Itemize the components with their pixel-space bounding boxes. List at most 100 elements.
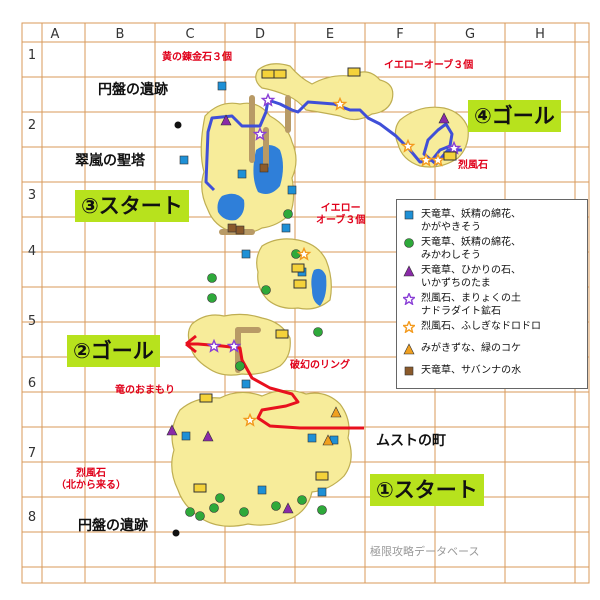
place-ruins-north: 円盤の遺跡 [98, 82, 168, 98]
chest-icon [291, 263, 305, 273]
orange-star-icon [430, 152, 446, 167]
brown-square-icon [235, 225, 245, 235]
green-circle-icon [261, 285, 271, 295]
label-ring: 破幻のリング [290, 360, 350, 371]
label-reppuu-south-line2: （北から来る） [56, 480, 126, 491]
place-tower: 翠嵐の聖塔 [75, 153, 145, 169]
green-circle-icon [317, 505, 327, 515]
row-label-1: 1 [27, 48, 37, 63]
legend-text-line2: いかずちのたま [421, 278, 491, 289]
purple-triangle-icon [403, 265, 415, 277]
legend-text: みがきずな、緑のコケ [421, 342, 521, 355]
chest-icon [193, 483, 207, 493]
blue-square-icon [237, 169, 247, 179]
stage-goal-4: ④ゴール [468, 100, 561, 132]
blue-square-icon [181, 431, 191, 441]
col-label-a: A [50, 27, 60, 42]
orange-triangle-icon [403, 343, 415, 355]
blue-square-icon [217, 81, 227, 91]
blue-square-icon [403, 209, 415, 221]
col-label-g: G [464, 27, 476, 42]
blue-square-icon [287, 185, 297, 195]
lake-west [217, 193, 245, 221]
legend-text: 天竜草、妖精の綿花、みかわしそう [421, 236, 521, 262]
green-circle-icon [313, 327, 323, 337]
label-reppuu-south-line1: 烈風石 [76, 468, 106, 479]
orange-star-icon [403, 321, 415, 333]
legend-text-line1: みがきずな、緑のコケ [421, 343, 521, 354]
legend-text-line2: みかわしそう [421, 250, 481, 261]
green-circle-icon [207, 293, 217, 303]
purple-triangle-icon [220, 114, 232, 126]
label-ore3: 黄の錬金石３個 [162, 52, 232, 63]
place-ruins-south: 円盤の遺跡 [78, 518, 148, 534]
row-label-2: 2 [27, 118, 37, 133]
purple-star-icon [206, 338, 222, 353]
brown-square-icon [227, 223, 237, 233]
green-circle-icon [297, 495, 307, 505]
label-reppuu-top: 烈風石 [458, 160, 488, 171]
chest-icon [315, 471, 329, 481]
stage-goal-2: ②ゴール [67, 335, 160, 367]
purple-triangle-icon [166, 424, 178, 436]
col-label-c: C [185, 27, 195, 42]
route-blue [204, 98, 462, 192]
blue-square-icon [179, 155, 189, 165]
map-legend: 天竜草、妖精の綿花、かがやきそう天竜草、妖精の綿花、みかわしそう天竜草、ひかりの… [396, 199, 588, 389]
legend-text-line1: 烈風石、ふしぎなドロドロ [421, 321, 541, 332]
row-label-8: 8 [27, 510, 37, 525]
chest-icon [293, 279, 307, 289]
legend-text: 烈風石、まりょくの土ナドラダイト鉱石 [421, 292, 521, 318]
legend-text-line1: 天竜草、妖精の綿花、 [421, 237, 521, 248]
legend-text-line1: 天竜草、サバンナの水 [421, 365, 522, 376]
purple-star-icon [260, 92, 276, 107]
purple-star-icon [446, 140, 462, 155]
orange-star-icon [296, 246, 312, 261]
label-reppuu-south: 烈風石 （北から来る） [56, 468, 126, 492]
green-circle-icon [209, 503, 219, 513]
green-circle-icon [271, 501, 281, 511]
legend-item-orange-star: 烈風石、ふしぎなドロドロ [403, 320, 541, 333]
credit-text: 極限攻略データベース [370, 545, 480, 558]
legend-text-line2: ナドラダイト鉱石 [421, 306, 501, 317]
green-circle-icon [207, 273, 217, 283]
legend-text-line1: 烈風石、まりょくの土 [421, 293, 521, 304]
green-circle-icon [215, 493, 225, 503]
col-label-f: F [396, 27, 404, 42]
col-label-e: E [325, 27, 335, 42]
label-yellow-orb-mid: イエロー オーブ３個 [316, 203, 365, 227]
legend-item-blue-square: 天竜草、妖精の綿花、かがやきそう [403, 208, 521, 234]
label-yellow-orb-mid-line1: イエロー [320, 203, 361, 214]
green-circle-icon [239, 507, 249, 517]
col-label-b: B [115, 27, 125, 42]
brown-square-icon [403, 365, 415, 377]
green-circle-icon [195, 511, 205, 521]
purple-star-icon [403, 293, 415, 305]
legend-text-line1: 天竜草、妖精の綿花、 [421, 209, 521, 220]
map-markers [166, 67, 462, 537]
label-amulet: 竜のおまもり [115, 385, 175, 396]
orange-triangle-icon [322, 434, 334, 446]
legend-item-green-circle: 天竜草、妖精の綿花、みかわしそう [403, 236, 521, 262]
blue-square-icon [241, 249, 251, 259]
legend-text: 天竜草、ひかりの石、いかずちのたま [421, 264, 521, 290]
purple-triangle-icon [282, 502, 294, 514]
col-label-d: D [254, 27, 265, 42]
orange-star-icon [418, 152, 434, 167]
purple-triangle-icon [202, 430, 214, 442]
purple-star-icon [252, 126, 268, 141]
legend-item-brown-square: 天竜草、サバンナの水 [403, 364, 521, 377]
legend-text: 天竜草、妖精の綿花、かがやきそう [421, 208, 521, 234]
purple-triangle-icon [438, 112, 450, 124]
label-yellow-orb-mid-line2: オーブ３個 [316, 215, 366, 226]
green-circle-icon [185, 507, 195, 517]
legend-text: 天竜草、サバンナの水 [421, 364, 521, 377]
row-label-6: 6 [27, 376, 37, 391]
legend-item-purple-star: 烈風石、まりょくの土ナドラダイト鉱石 [403, 292, 521, 318]
blue-square-icon [281, 223, 291, 233]
row-label-7: 7 [27, 446, 37, 461]
legend-item-purple-triangle: 天竜草、ひかりの石、いかずちのたま [403, 264, 521, 290]
ruins-marker-icon [174, 121, 182, 129]
blue-square-icon [257, 485, 267, 495]
